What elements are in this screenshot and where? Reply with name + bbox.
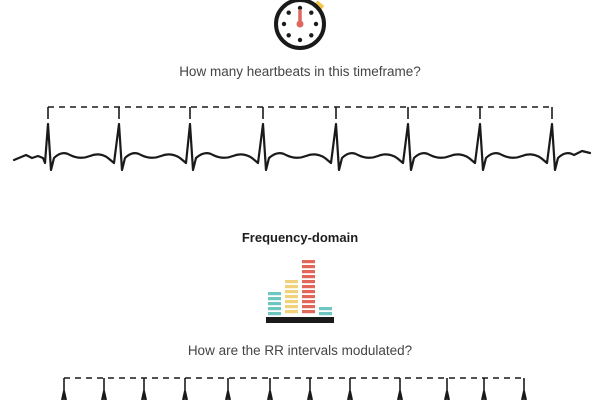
question-heartbeats: How many heartbeats in this timeframe? <box>179 64 421 79</box>
spectrum-bars-icon <box>266 260 334 323</box>
frequency-domain-heading: Frequency-domain <box>241 230 359 245</box>
ecg-waveform-top <box>12 122 592 172</box>
question-rr-intervals: How are the RR intervals modulated? <box>187 343 413 358</box>
rr-interval-brackets-bottom <box>63 377 525 400</box>
ecg-waveform-bottom <box>61 390 527 400</box>
stopwatch-icon <box>274 0 326 50</box>
rr-interval-brackets-top <box>47 106 553 119</box>
